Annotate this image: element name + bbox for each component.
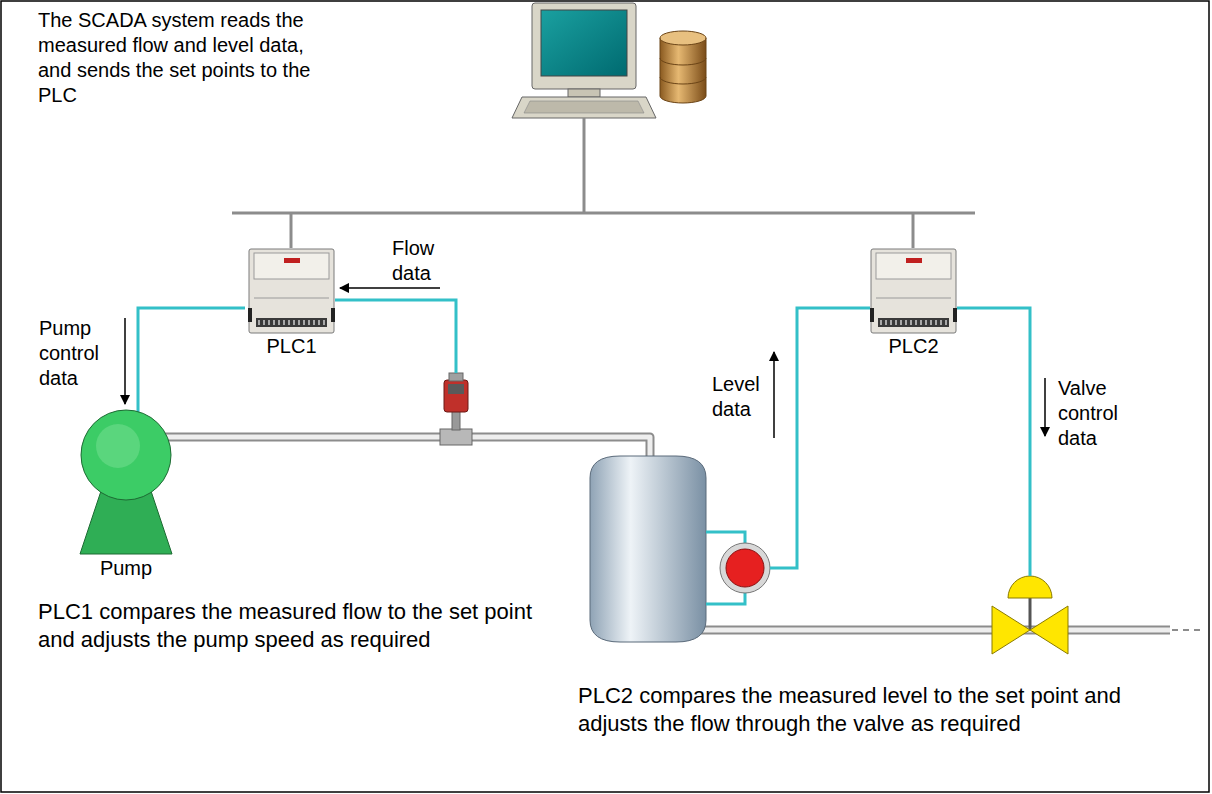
plc-tab — [331, 308, 335, 322]
plc-terminal — [258, 320, 260, 325]
plc-terminal — [920, 320, 922, 325]
plc-terminal — [930, 320, 932, 325]
plc-terminal — [283, 320, 285, 325]
plc-terminal — [925, 320, 927, 325]
database-icon — [660, 31, 706, 103]
note-text: PLC2 compares the measured level to the … — [578, 682, 1143, 737]
plc-tab — [870, 308, 874, 322]
pump-highlight — [96, 424, 140, 468]
pump-casing — [81, 410, 171, 500]
plc-display — [906, 258, 922, 263]
plc-seam — [254, 298, 329, 299]
level-gauge — [706, 532, 770, 604]
plc-terminal-strip — [878, 318, 949, 327]
control-valve — [992, 576, 1068, 654]
screen — [541, 10, 627, 76]
plc-panel — [254, 253, 329, 279]
plc-unit: PLC2 — [867, 248, 960, 358]
plc-terminal — [313, 320, 315, 325]
plc-terminal — [268, 320, 270, 325]
edge-label: Pump control data — [39, 317, 99, 389]
edge-label: Pump control data — [39, 316, 99, 391]
plc-terminal — [263, 320, 265, 325]
pump-unit: Pump — [75, 408, 177, 580]
plc-housing — [249, 249, 334, 333]
plc-terminal — [273, 320, 275, 325]
note-text: PLC2 compares the measured level to the … — [578, 683, 1121, 736]
plc-symbol — [870, 248, 957, 334]
computer-base — [512, 97, 656, 118]
unit-label: PLC1 — [245, 334, 338, 358]
pump-symbol — [78, 408, 174, 556]
note-text: Flow data — [392, 236, 434, 286]
signal-wire — [335, 300, 1030, 576]
note-text: Valve control data — [1058, 377, 1118, 449]
plc-symbol — [248, 248, 335, 334]
plc-terminal — [885, 320, 887, 325]
plc-terminal — [278, 320, 280, 325]
plc-terminal — [910, 320, 912, 325]
plc-housing — [871, 249, 956, 333]
note-text: Valve control data — [1058, 376, 1118, 451]
plc-terminal — [293, 320, 295, 325]
note-text: PLC1 compares the measured flow to the s… — [38, 598, 538, 653]
computer-icon — [512, 3, 656, 118]
note-text: The SCADA system reads the measured flow… — [38, 8, 338, 108]
unit-label: PLC2 — [867, 334, 960, 358]
signal-wire — [138, 308, 245, 412]
note-text: The SCADA system reads the measured flow… — [38, 9, 310, 106]
plc-terminal — [935, 320, 937, 325]
plc-terminal — [318, 320, 320, 325]
plc-terminal — [895, 320, 897, 325]
plc-terminal — [905, 320, 907, 325]
network-bus — [232, 118, 975, 248]
plc-tab — [953, 308, 957, 322]
unit-label: Pump — [75, 556, 177, 580]
plc-seam — [876, 298, 951, 299]
plc-terminal — [900, 320, 902, 325]
flow-meter — [440, 373, 472, 445]
plc-terminal — [298, 320, 300, 325]
plc-unit: PLC1 — [245, 248, 338, 358]
note-text: Level data — [712, 372, 760, 422]
plc-terminal — [880, 320, 882, 325]
plc-terminal — [308, 320, 310, 325]
keyboard — [524, 101, 644, 113]
plc-display — [284, 258, 300, 263]
monitor — [532, 3, 636, 89]
plc-terminal-strip — [256, 318, 327, 327]
plc-terminal — [323, 320, 325, 325]
plc-terminal — [890, 320, 892, 325]
plc-tab — [248, 308, 252, 322]
plc-terminal — [303, 320, 305, 325]
plc-terminal — [940, 320, 942, 325]
note-text: Level data — [712, 373, 760, 420]
plc-terminal — [915, 320, 917, 325]
plc-terminal — [945, 320, 947, 325]
plc-panel — [876, 253, 951, 279]
plc-terminal — [288, 320, 290, 325]
note-text: Flow data — [392, 237, 434, 284]
tank — [590, 456, 706, 642]
note-text: PLC1 compares the measured flow to the s… — [38, 599, 532, 652]
monitor-stand — [568, 89, 600, 97]
